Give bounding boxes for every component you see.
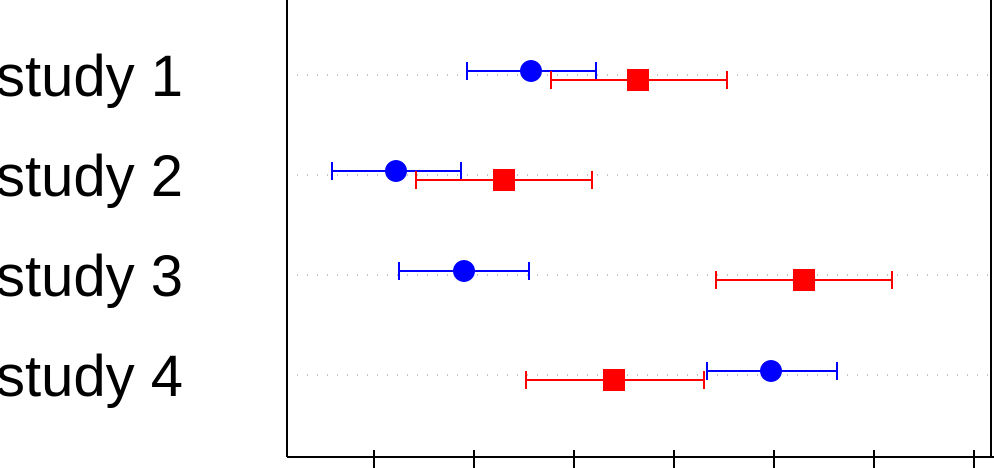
estimate-square [603,369,625,391]
row-guides [287,74,991,376]
study-label: study 3 [0,244,183,309]
estimate-circle [385,160,407,182]
estimate-circle [520,60,542,82]
estimate-square [493,169,515,191]
x-axis-ticks [373,450,975,468]
study-labels: study 1 study 2 study 3 study 4 [0,44,183,409]
study-label: study 1 [0,44,183,109]
study-label: study 2 [0,144,183,209]
estimate-circle [760,360,782,382]
study-label: study 4 [0,344,183,409]
series-marks [331,60,893,391]
plot-frame [286,0,994,458]
estimate-square [793,269,815,291]
series-1 [331,60,838,382]
estimate-square [627,69,649,91]
estimate-circle [453,260,475,282]
series-2 [415,69,893,391]
